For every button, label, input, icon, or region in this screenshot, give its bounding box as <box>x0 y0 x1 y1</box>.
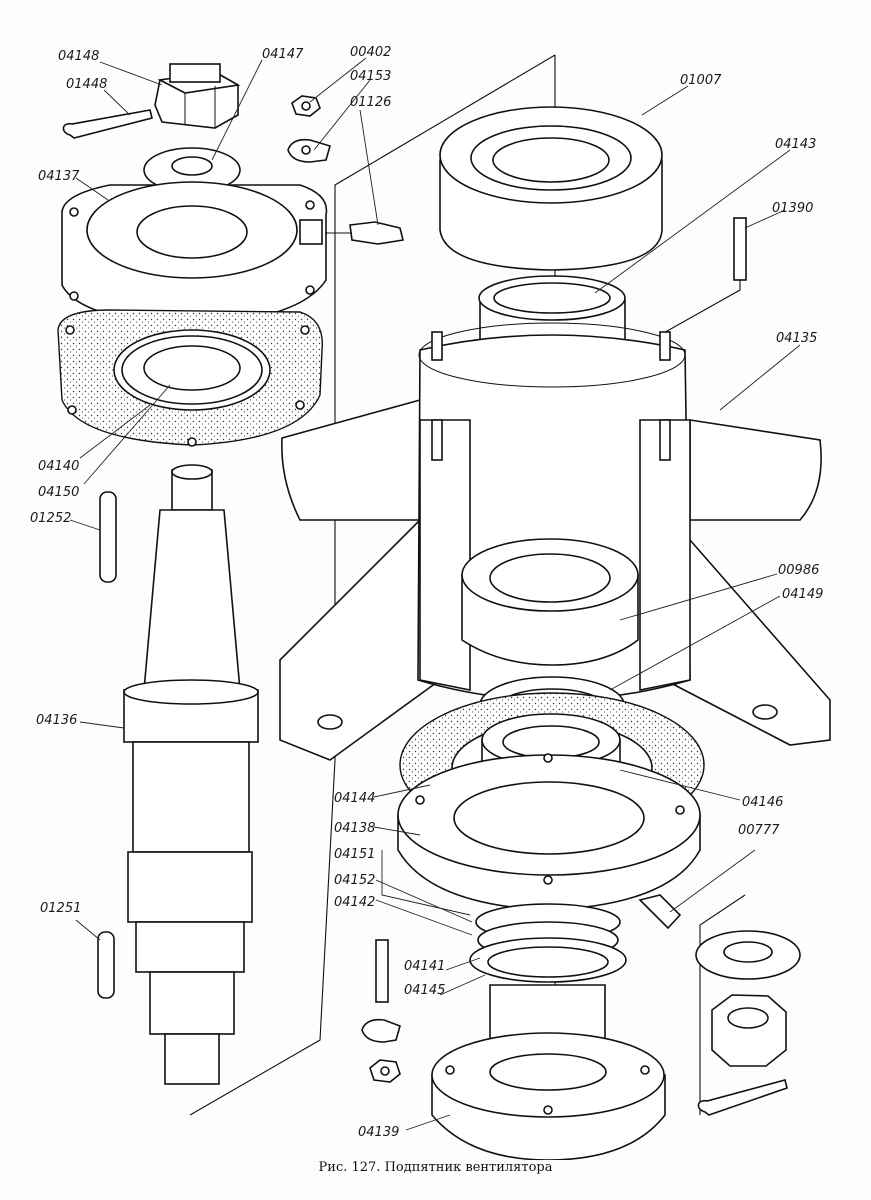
label-01126: 01126 <box>350 95 391 110</box>
label-04152: 04152 <box>334 873 375 888</box>
label-04137: 04137 <box>38 169 80 184</box>
label-01252: 01252 <box>30 511 71 526</box>
label-04139: 04139 <box>358 1125 399 1140</box>
label-04140: 04140 <box>38 459 79 474</box>
seal-ring-stack <box>469 903 627 983</box>
label-04136: 04136 <box>36 713 77 728</box>
label-04146: 04146 <box>742 795 783 810</box>
stud-bottom <box>375 939 389 1003</box>
grease-fitting-00777 <box>638 894 682 930</box>
nut-00402 <box>291 95 321 117</box>
lower-housing-04139 <box>431 984 666 1160</box>
label-04144: 04144 <box>334 791 375 806</box>
label-04145: 04145 <box>404 983 445 998</box>
ball-bearing-01007 <box>439 106 663 271</box>
castle-nut-04148 <box>154 63 241 129</box>
label-04148: 04148 <box>58 49 99 64</box>
lock-washer-04153 <box>287 138 331 163</box>
washer-04147 <box>143 147 241 193</box>
label-04151: 04151 <box>334 847 375 862</box>
stud-01390 <box>733 217 747 281</box>
label-04143: 04143 <box>775 137 816 152</box>
cotter-pin-bottom-right <box>697 1079 788 1116</box>
label-04142: 04142 <box>334 895 375 910</box>
label-04141: 04141 <box>404 959 445 974</box>
leader-lines <box>69 57 801 1131</box>
cotter-pin-01448 <box>62 109 153 139</box>
washer-bottom-right <box>695 930 801 980</box>
label-01251: 01251 <box>40 901 81 916</box>
label-04147: 04147 <box>262 47 304 62</box>
label-00402: 00402 <box>350 45 391 60</box>
label-01007: 01007 <box>680 73 722 88</box>
label-01448: 01448 <box>66 77 107 92</box>
bearing-cap-04137 <box>61 181 328 331</box>
figure-caption: Рис. 127. Подпятник вентилятора <box>318 1160 553 1175</box>
label-00986: 00986 <box>778 563 819 578</box>
label-04138: 04138 <box>334 821 375 836</box>
flange-04138 <box>397 753 701 911</box>
label-04135: 04135 <box>776 331 817 346</box>
roller-bearing-00986 <box>461 538 639 666</box>
seal-04150 <box>121 335 263 405</box>
exploded-assembly-drawing: 04148 01448 04147 00402 04153 01126 0100… <box>30 45 831 1160</box>
shaft-04136 <box>123 464 259 1085</box>
lock-washer-bottom <box>361 1018 401 1043</box>
label-00777: 00777 <box>738 823 780 838</box>
castle-nut-bottom-right <box>711 994 787 1067</box>
key-01252 <box>99 491 117 583</box>
nut-bottom <box>369 1059 401 1083</box>
label-01390: 01390 <box>772 201 813 216</box>
grease-nipple-01126 <box>325 221 404 245</box>
key-01251 <box>97 931 115 999</box>
label-04150: 04150 <box>38 485 79 500</box>
label-04149: 04149 <box>782 587 823 602</box>
part-labels: 04148 01448 04147 00402 04153 01126 0100… <box>30 45 823 1140</box>
label-04153: 04153 <box>350 69 391 84</box>
